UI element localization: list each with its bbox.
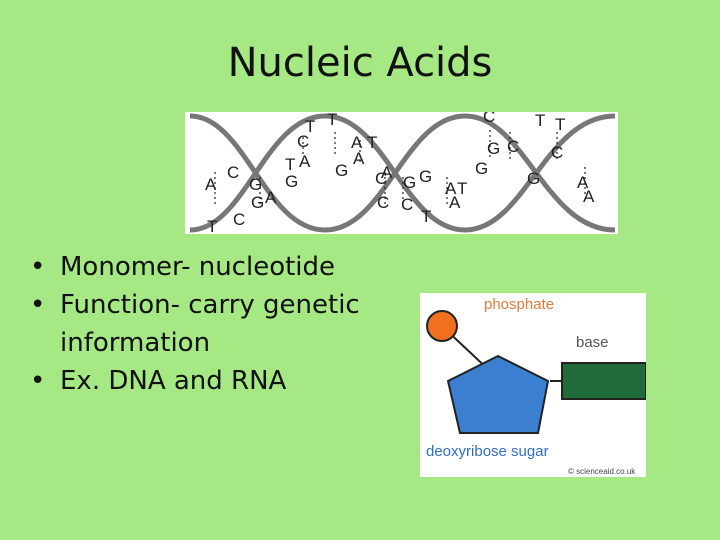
phosphate-label: phosphate <box>484 296 554 313</box>
phosphate-circle <box>426 310 458 342</box>
dna-base-letter: C <box>483 112 495 126</box>
base-rectangle <box>561 362 646 400</box>
dna-base-letter: A <box>381 163 393 182</box>
dna-base-letter: A <box>351 133 363 152</box>
dna-base-letter: A <box>449 193 461 212</box>
dna-base-letter: A <box>577 173 589 192</box>
dna-base-letter: C <box>227 163 239 182</box>
dna-base-letter: A <box>205 175 217 194</box>
dna-base-letter: G <box>475 159 488 178</box>
bullet-item: Monomer- nucleotide <box>30 248 410 286</box>
dna-base-letter: C <box>551 143 563 162</box>
slide-title: Nucleic Acids <box>227 40 493 86</box>
dna-base-letter: C <box>297 132 309 151</box>
dna-base-letter: G <box>527 169 540 188</box>
dna-base-letter: G <box>285 172 298 191</box>
dna-base-letter: T <box>285 155 295 174</box>
dna-base-letter: T <box>535 112 545 130</box>
sugar-pentagon <box>446 354 550 434</box>
dna-base-letter: T <box>421 207 431 226</box>
dna-base-letter: C <box>375 169 387 188</box>
dna-base-letter: G <box>403 173 416 192</box>
dna-base-letter: G <box>487 139 500 158</box>
dna-base-letter: T <box>305 117 315 136</box>
dna-base-letter: A <box>353 149 365 168</box>
bullet-item: Ex. DNA and RNA <box>30 362 410 400</box>
credit-text: © scienceaid.co.uk <box>568 467 636 476</box>
dna-base-letter: A <box>265 188 277 207</box>
dna-base-letter: C <box>233 210 245 229</box>
dna-base-letter: T <box>555 115 565 134</box>
dna-base-letter: A <box>299 152 311 171</box>
bullet-item: Function- carry genetic information <box>30 286 410 362</box>
dna-base-letter: C <box>507 137 519 156</box>
bullet-list: Monomer- nucleotide Function- carry gene… <box>30 248 410 400</box>
sugar-label: deoxyribose sugar <box>426 443 549 460</box>
dna-base-letter: C <box>377 193 389 212</box>
dna-base-letter: G <box>419 167 432 186</box>
base-label: base <box>576 334 609 351</box>
dna-base-letter: G <box>249 175 262 194</box>
dna-base-letter: G <box>335 161 348 180</box>
dna-base-letter: A <box>583 187 595 206</box>
dna-base-letter: G <box>251 193 264 212</box>
dna-base-letter: A <box>445 179 457 198</box>
dna-base-letter: T <box>457 179 467 198</box>
dna-base-letter: C <box>401 195 413 214</box>
dna-base-letter: T <box>367 133 377 152</box>
dna-base-letter: T <box>327 112 337 129</box>
nucleotide-diagram: phosphate base deoxyribose sugar © scien… <box>420 293 646 477</box>
dna-base-letter: T <box>207 217 217 234</box>
